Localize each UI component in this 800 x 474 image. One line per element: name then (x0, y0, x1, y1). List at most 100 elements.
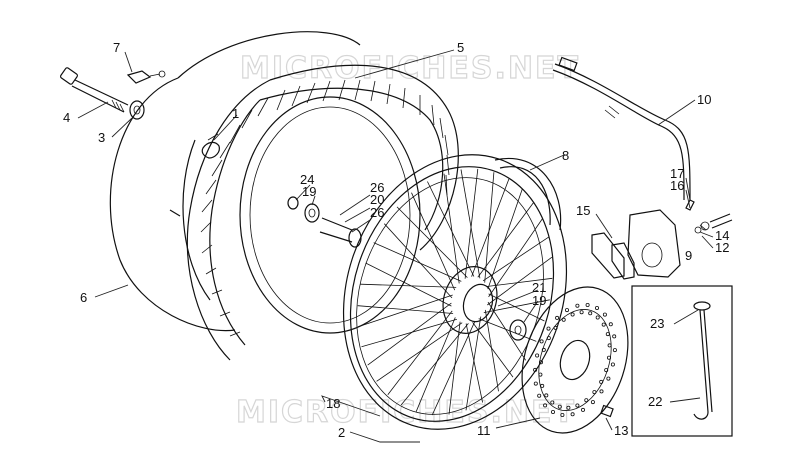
callout-4: 4 (63, 110, 70, 125)
spoke (478, 318, 537, 342)
callout-21: 21 (532, 280, 546, 295)
spoke (486, 277, 553, 287)
callout-5: 5 (457, 40, 464, 55)
spoke (465, 323, 483, 403)
wheel-spokes (357, 168, 553, 416)
disc-hole (607, 355, 612, 360)
callout-23: 23 (650, 316, 664, 331)
disc-hole (570, 312, 575, 317)
disc-hole (575, 303, 580, 308)
disc-hole (588, 311, 593, 316)
spoke (471, 178, 510, 277)
spoke (361, 318, 458, 348)
spoke (357, 305, 454, 314)
disc-holes (533, 302, 617, 417)
spoke (387, 310, 453, 395)
disc-hole (538, 372, 543, 377)
spoke (483, 299, 550, 313)
callout-12: 12 (715, 240, 729, 255)
disc-hole (551, 409, 556, 414)
callout-13: 13 (614, 423, 628, 438)
spoke (400, 323, 469, 406)
spoke (465, 316, 482, 411)
spoke (427, 181, 475, 277)
callout-18: 18 (326, 396, 340, 411)
disc-hole (590, 400, 595, 405)
disc-hole (592, 390, 597, 395)
disc-hole (601, 322, 606, 327)
disc-hole (560, 412, 565, 417)
disc-hole (602, 312, 607, 317)
disc-hole (607, 343, 612, 348)
spoke (373, 242, 462, 282)
spoked-wheel (342, 154, 568, 430)
disc-hole (561, 317, 566, 322)
disc-hole (553, 325, 558, 330)
disc-hole (555, 315, 560, 320)
spoke (415, 317, 456, 412)
callout-2: 2 (338, 425, 345, 440)
callout-7: 7 (113, 40, 120, 55)
disc-hole (579, 310, 584, 315)
disc-hole (584, 398, 589, 403)
disc-hole (543, 403, 548, 408)
callout-6: 6 (80, 290, 87, 305)
spoke (488, 218, 543, 298)
disc-hole (599, 389, 604, 394)
disc-hole (539, 360, 544, 365)
callout-9: 9 (685, 248, 692, 263)
disc-hole (595, 305, 600, 310)
disc-hole (539, 339, 544, 344)
disc-hole (570, 412, 575, 417)
disc-hole (585, 302, 590, 307)
disc-hole (605, 332, 610, 337)
callout-17: 17 (670, 166, 684, 181)
spoke (365, 262, 452, 307)
callout-26-lower: 26 (370, 205, 384, 220)
watermark-top: MICROFICHES.NET (240, 51, 580, 86)
spoke (360, 283, 457, 288)
disc-hole (575, 403, 580, 408)
disc-hole (541, 347, 546, 352)
disc-hole (604, 368, 609, 373)
spoke (443, 173, 460, 284)
disc-hole (546, 326, 551, 331)
callout-16: 16 (670, 178, 684, 193)
spoke (431, 321, 476, 416)
callout-1: 1 (232, 106, 239, 121)
spoke (396, 206, 468, 278)
disc-hole (581, 407, 586, 412)
disc-hole (565, 308, 570, 313)
disc-hole (612, 334, 617, 339)
inset-box (631, 285, 733, 437)
disc-hole (544, 393, 549, 398)
spoke (367, 302, 452, 366)
callout-labels: 1 2 3 4 5 6 7 8 9 10 11 12 13 14 15 16 1… (63, 40, 729, 440)
spoke (482, 236, 549, 282)
disc-hole (535, 353, 540, 358)
tyre (109, 31, 459, 361)
spoke (357, 294, 453, 328)
spoke (484, 309, 499, 392)
spoke (460, 169, 481, 279)
disc-hole (599, 379, 604, 384)
callout-20: 20 (370, 192, 384, 207)
spoke (488, 293, 545, 322)
disc-hole (608, 322, 613, 327)
disc-hole (533, 381, 538, 386)
callout-24: 24 (300, 172, 314, 187)
spoke (487, 189, 523, 290)
callout-22: 22 (648, 394, 662, 409)
callout-10: 10 (697, 92, 711, 107)
callout-19-lower: 19 (532, 293, 546, 308)
disc-hole (606, 376, 611, 381)
spoke (484, 172, 495, 283)
callout-14: 14 (715, 228, 729, 243)
disc-hole (537, 393, 542, 398)
spoke (472, 322, 514, 378)
callout-8: 8 (562, 148, 569, 163)
leader-lines (77, 49, 714, 443)
disc-hole (550, 400, 555, 405)
callout-11: 11 (477, 423, 491, 438)
